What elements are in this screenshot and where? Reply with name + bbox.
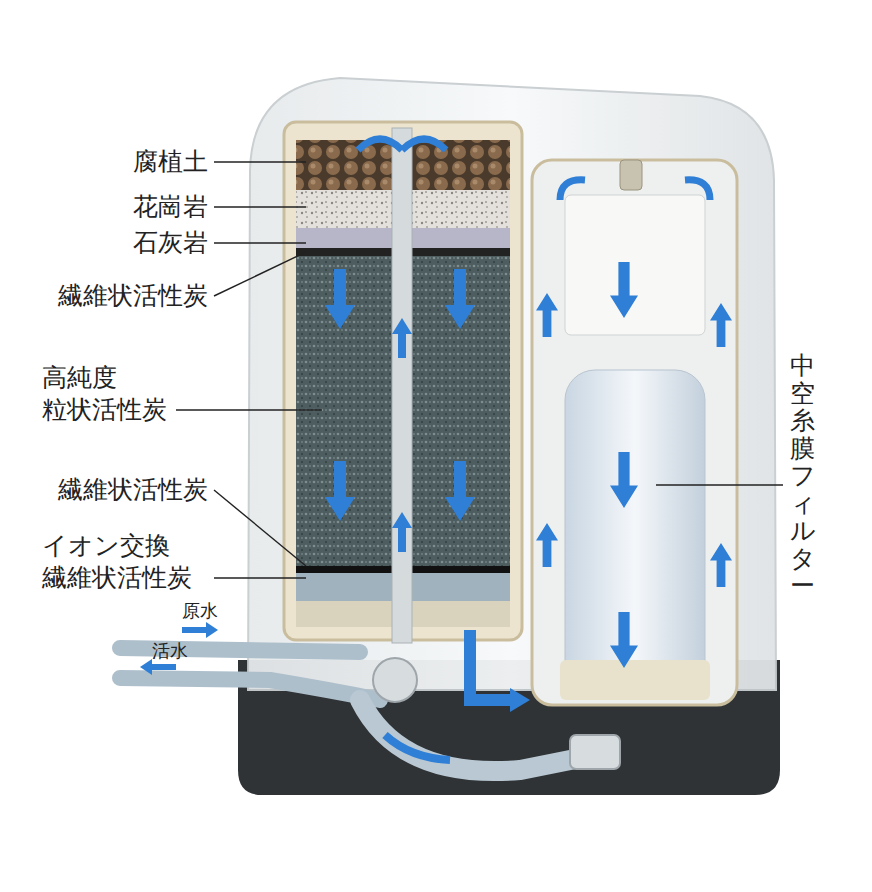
layer-label: 石灰岩 (133, 227, 208, 259)
layer-label: 花崗岩 (133, 191, 208, 223)
inlet-label: 原水 (182, 600, 218, 622)
leader-lines (176, 162, 783, 578)
layer-label: 腐植土 (133, 146, 208, 178)
layer-label: 繊維状活性炭 (58, 474, 208, 506)
outlet-label: 活水 (152, 640, 188, 662)
filter-label: 中空糸膜フィルター (790, 352, 815, 600)
layer-label: 繊維状活性炭 (58, 280, 208, 312)
layer-label: 高純度 粒状活性炭 (42, 362, 182, 426)
layer-label: イオン交換 繊維状活性炭 (42, 530, 202, 594)
